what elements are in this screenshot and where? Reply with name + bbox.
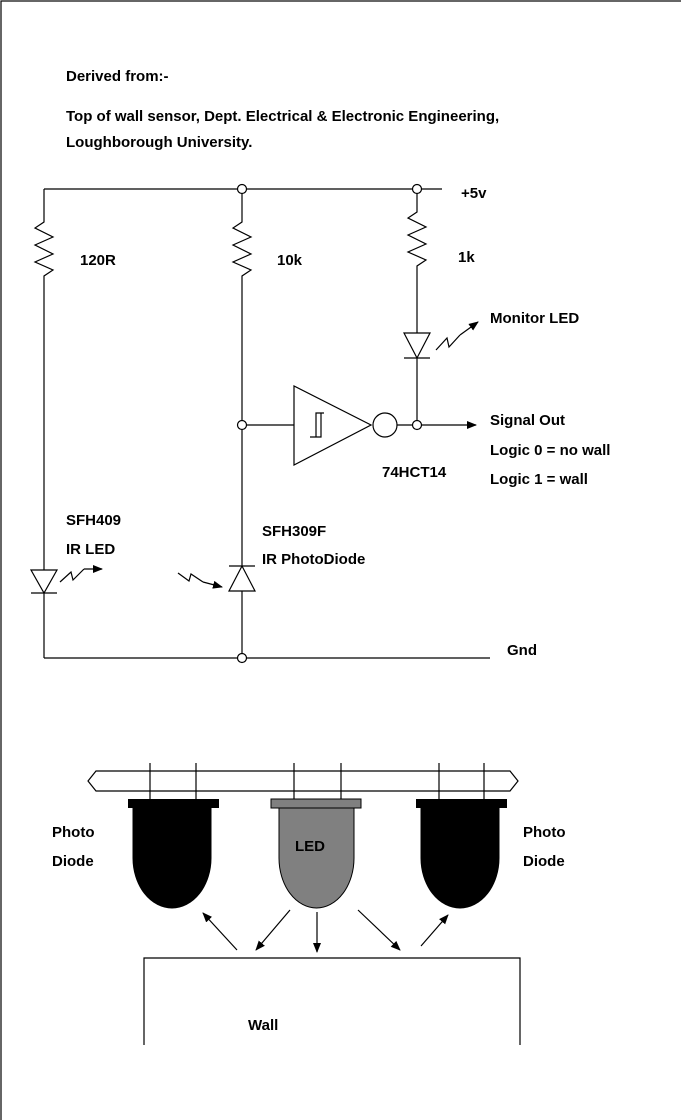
ir-led-part-label: SFH409 (66, 512, 121, 529)
resistor-120r (33, 189, 55, 570)
monitor-led-label: Monitor LED (490, 310, 579, 327)
schematic: +5v 120R 10k 1k Monitor LED (29, 183, 610, 664)
resistor-10k (231, 189, 253, 566)
ir-led-type-label: IR LED (66, 541, 115, 558)
junction-node (411, 419, 423, 431)
component-leads (149, 763, 485, 800)
supply-label: +5v (461, 185, 487, 202)
center-led (270, 798, 362, 909)
source-line-2: Loughborough University. (66, 134, 252, 151)
junction-node (411, 183, 423, 195)
monitor-led-symbol (403, 321, 479, 425)
source-line-1: Top of wall sensor, Dept. Electrical & E… (66, 108, 499, 125)
wall-label: Wall (248, 1017, 278, 1034)
logic-0-label: Logic 0 = no wall (490, 442, 610, 459)
light-path-arrows (202, 909, 449, 953)
junction-node (236, 652, 248, 664)
sensor-assembly: Photo Diode LED Photo Diode Wall (52, 763, 566, 1045)
left-photodiode (128, 799, 219, 909)
resistor-120r-label: 120R (80, 252, 116, 269)
circuit-board (87, 770, 519, 792)
right-photodiode-label-1: Photo (523, 824, 566, 841)
logic-1-label: Logic 1 = wall (490, 471, 588, 488)
photodiode-symbol (177, 564, 256, 658)
junction-node (236, 183, 248, 195)
ground-label: Gnd (507, 642, 537, 659)
junction-node (236, 419, 248, 431)
wall-outline (143, 957, 521, 1045)
resistor-1k-label: 1k (458, 249, 475, 266)
ir-led-symbol (29, 565, 103, 658)
center-led-label: LED (295, 838, 325, 855)
left-photodiode-label-2: Diode (52, 853, 94, 870)
derived-from-label: Derived from:- (66, 68, 169, 85)
right-photodiode-label-2: Diode (523, 853, 565, 870)
ic-label: 74HCT14 (382, 464, 447, 481)
signal-out-label: Signal Out (490, 412, 565, 429)
right-photodiode (416, 799, 507, 909)
resistor-1k (406, 189, 428, 333)
photodiode-part-label: SFH309F (262, 523, 326, 540)
left-photodiode-label-1: Photo (52, 824, 95, 841)
resistor-10k-label: 10k (277, 252, 303, 269)
schmitt-inverter (242, 385, 477, 466)
photodiode-type-label: IR PhotoDiode (262, 551, 365, 568)
